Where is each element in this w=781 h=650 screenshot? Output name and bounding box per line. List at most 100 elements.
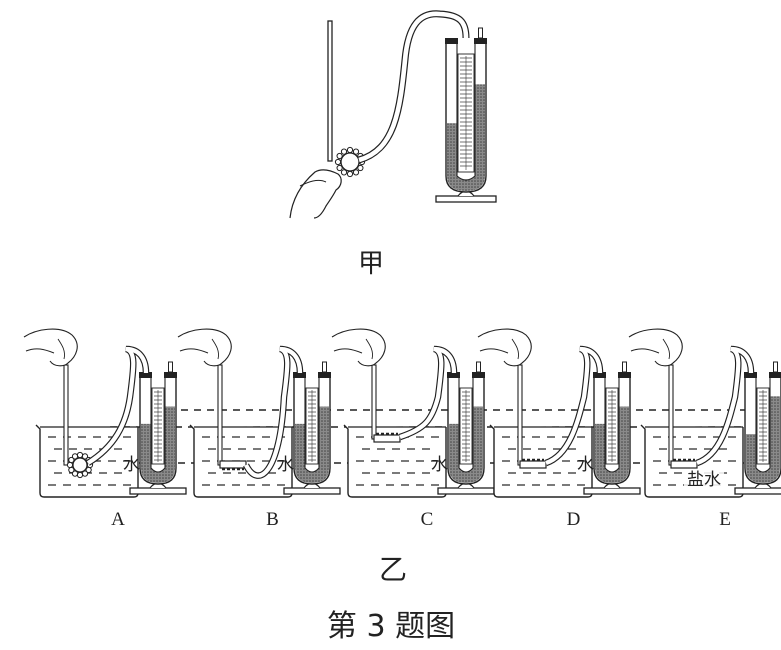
probe-petal	[76, 451, 84, 459]
manometer-base	[283, 487, 341, 495]
rubber-tube-inner	[86, 346, 149, 465]
liquid-label-bg	[684, 469, 724, 489]
right-opening	[622, 361, 627, 373]
manometer-inner-wall	[604, 378, 620, 473]
right-opening	[168, 361, 173, 373]
left-stopper	[139, 372, 152, 378]
probe-petal	[81, 453, 89, 460]
setup-label: C	[421, 509, 434, 530]
rubber-tube-inner	[696, 346, 754, 465]
hand	[331, 328, 386, 367]
probe-membrane	[72, 457, 88, 473]
hand-finger	[25, 348, 55, 354]
rubber-tube-inner	[545, 346, 603, 465]
jia-apparatus	[289, 10, 497, 219]
probe-petal	[68, 466, 75, 474]
setup-A: 水A	[23, 328, 187, 530]
hand	[628, 328, 683, 367]
hand-finger	[179, 348, 209, 354]
right-stopper	[618, 372, 631, 378]
probe-petal	[66, 461, 74, 469]
liquid-label: 水	[277, 455, 294, 475]
setup-E: 盐水 E	[628, 328, 781, 530]
setup-label: E	[719, 509, 731, 530]
probe-petal	[334, 158, 342, 166]
hand	[477, 328, 532, 367]
right-stopper	[769, 372, 781, 378]
liquid-label: 盐水	[687, 470, 721, 490]
hand	[177, 328, 232, 367]
manometer-inner-wall	[150, 378, 166, 473]
pressure-probe	[373, 432, 401, 443]
setup-B: 水B	[177, 328, 341, 530]
manometer-liquid	[449, 406, 483, 483]
manometer-inner-wall	[755, 378, 771, 473]
probe-petal	[81, 470, 89, 477]
probe-petal	[336, 164, 343, 172]
figure-caption: 第 3 题图	[327, 609, 455, 644]
manometer-liquid	[746, 396, 780, 483]
probe-petal	[71, 470, 79, 477]
manometer-inner-wall	[458, 378, 474, 473]
probe-petal	[352, 148, 360, 155]
left-stopper	[744, 372, 757, 378]
probe-petal	[76, 471, 84, 479]
probe-petal	[352, 169, 360, 176]
manometer-inner-wall	[304, 378, 320, 473]
jia-label: 甲	[358, 249, 384, 279]
left-stopper	[293, 372, 306, 378]
left-stopper	[445, 38, 458, 44]
hand-finger	[479, 348, 509, 354]
liquid-label: 水	[431, 455, 448, 475]
right-opening	[322, 361, 327, 373]
probe-box	[670, 460, 698, 469]
probe-petal	[68, 456, 75, 464]
manometer-base	[435, 195, 497, 203]
right-stopper	[472, 372, 485, 378]
setup-D: 水D	[477, 328, 641, 530]
hand-finger	[662, 338, 670, 360]
right-opening	[478, 27, 483, 39]
pressure-probe	[670, 458, 698, 469]
setup-label: A	[111, 509, 125, 530]
hand-finger	[630, 348, 660, 354]
probe-rod	[371, 364, 377, 440]
probe-box	[519, 460, 547, 469]
probe-petal	[340, 148, 348, 155]
rubber-tube-inner	[399, 346, 457, 439]
probe-rod	[668, 364, 674, 466]
right-stopper	[474, 38, 487, 44]
manometer-liquid	[141, 406, 175, 483]
probe-box	[373, 434, 401, 443]
right-stopper	[164, 372, 177, 378]
hand-finger	[211, 338, 219, 360]
right-opening	[773, 361, 778, 373]
jia-rod	[327, 20, 333, 162]
hand	[23, 328, 78, 367]
manometer-liquid	[295, 406, 329, 483]
manometer-base	[583, 487, 641, 495]
probe-rod	[217, 364, 223, 466]
probe-petal	[340, 169, 348, 176]
manometer-base	[129, 487, 187, 495]
probe-rod	[63, 364, 69, 466]
rubber-tube-inner	[244, 346, 303, 478]
setup-label: B	[266, 509, 279, 530]
left-stopper	[593, 372, 606, 378]
beaker	[343, 424, 447, 498]
pressure-probe	[219, 460, 247, 471]
probe-petal	[336, 152, 343, 160]
hand-finger	[333, 348, 363, 354]
left-stopper	[447, 372, 460, 378]
liquid-label: 水	[123, 455, 140, 475]
probe-box	[219, 460, 247, 469]
yi-label: 乙	[379, 553, 407, 586]
probe-rod	[517, 364, 523, 466]
hand-finger	[57, 338, 65, 360]
probe-petal	[357, 164, 364, 172]
probe-petal	[85, 466, 92, 474]
hand-finger	[511, 338, 519, 360]
right-opening	[476, 361, 481, 373]
manometer-base	[734, 487, 781, 495]
